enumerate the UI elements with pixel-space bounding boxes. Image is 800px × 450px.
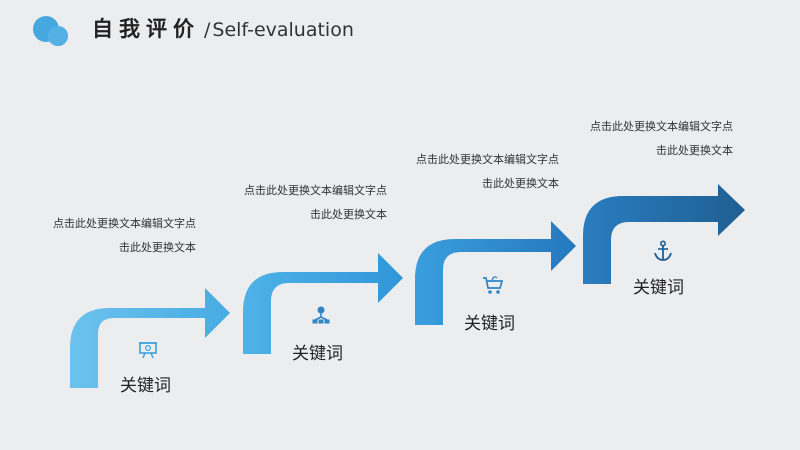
title-separator: / [204, 19, 211, 41]
step-1-line-1: 点击此处更换文本编辑文字点 [53, 217, 196, 230]
presentation-board-icon [139, 342, 157, 359]
step-1-line-2: 击此处更换文本 [119, 241, 196, 254]
step-4-keyword: 关键词 [633, 278, 684, 298]
anchor-icon [654, 240, 672, 261]
arrow-step-1 [70, 288, 230, 388]
title-chinese: 自我评价 [92, 17, 200, 41]
step-3-line-1: 点击此处更换文本编辑文字点 [416, 153, 559, 166]
step-3-keyword: 关键词 [464, 314, 515, 334]
shopping-cart-icon [483, 276, 504, 294]
title-english: Self-evaluation [212, 19, 354, 41]
step-3-line-2: 击此处更换文本 [482, 177, 559, 190]
step-4-description: 点击此处更换文本编辑文字点 击此处更换文本 [590, 115, 733, 163]
step-1-description: 点击此处更换文本编辑文字点 击此处更换文本 [53, 212, 196, 260]
step-3-description: 点击此处更换文本编辑文字点 击此处更换文本 [416, 148, 559, 196]
speech-bubbles-logo-icon [33, 16, 68, 46]
step-4-line-1: 点击此处更换文本编辑文字点 [590, 120, 733, 133]
step-2-description: 点击此处更换文本编辑文字点 击此处更换文本 [244, 179, 387, 227]
step-4-line-2: 击此处更换文本 [656, 144, 733, 157]
step-2-keyword: 关键词 [292, 344, 343, 364]
arrow-step-4 [583, 184, 745, 284]
arrow-step-2 [243, 253, 403, 354]
page-title: 自我评价 / Self-evaluation [92, 13, 354, 47]
step-1-keyword: 关键词 [120, 376, 171, 396]
step-2-line-2: 击此处更换文本 [310, 208, 387, 221]
arrow-step-3 [415, 221, 576, 325]
org-network-icon [312, 306, 330, 324]
step-2-line-1: 点击此处更换文本编辑文字点 [244, 184, 387, 197]
